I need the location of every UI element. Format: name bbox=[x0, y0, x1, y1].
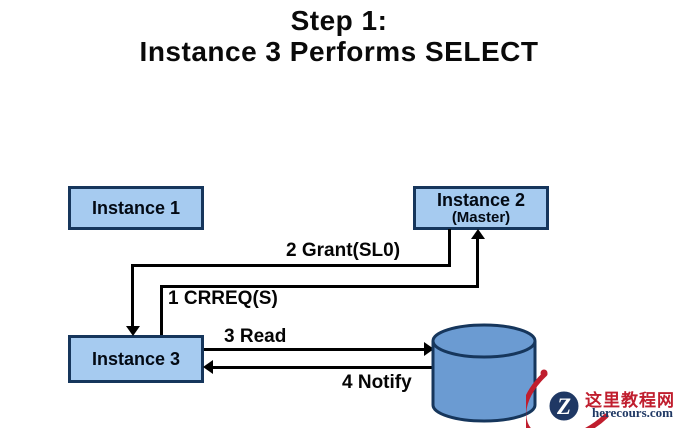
edge-crreq-label: 1 CRREQ(S) bbox=[168, 288, 278, 309]
edge-grant-arrowhead-icon bbox=[126, 326, 140, 336]
node-instance-3-label: Instance 3 bbox=[91, 348, 181, 369]
watermark-site-name: 这里教程网 bbox=[585, 391, 675, 410]
watermark-site-url: herecours.com bbox=[592, 405, 673, 420]
node-instance-2-sublabel: (Master) bbox=[451, 208, 511, 226]
edge-crreq-segment-vertical-left bbox=[160, 286, 163, 335]
node-instance-1-label: Instance 1 bbox=[91, 197, 181, 218]
database-cylinder-icon bbox=[431, 323, 537, 423]
watermark-logo-icon: Z bbox=[526, 369, 609, 428]
node-instance-3: Instance 3 bbox=[68, 335, 204, 383]
edge-crreq-segment-vertical-right bbox=[476, 238, 479, 288]
edge-grant-segment-horizontal bbox=[131, 264, 451, 267]
edge-grant-segment-vertical-right bbox=[448, 229, 451, 267]
edge-grant-segment-vertical-left bbox=[131, 264, 134, 327]
node-instance-2-master: Instance 2 (Master) bbox=[413, 186, 549, 230]
edge-notify-line bbox=[212, 366, 434, 369]
edge-crreq-arrowhead-icon bbox=[471, 229, 485, 239]
node-instance-2-label: Instance 2 bbox=[436, 189, 526, 210]
slide-title-line2: Instance 3 Performs SELECT bbox=[139, 36, 539, 67]
watermark-logo-letter: Z bbox=[556, 394, 571, 419]
slide-title-line1: Step 1: bbox=[290, 5, 388, 36]
edge-read-arrowhead-icon bbox=[424, 342, 434, 356]
node-instance-1: Instance 1 bbox=[68, 186, 204, 230]
edge-read-label: 3 Read bbox=[224, 326, 287, 347]
edge-crreq-segment-horizontal bbox=[160, 285, 479, 288]
edge-read-line bbox=[204, 348, 426, 351]
edge-grant-label: 2 Grant(SL0) bbox=[286, 240, 401, 261]
edge-notify-arrowhead-icon bbox=[203, 360, 213, 374]
slide-title: Step 1: Instance 3 Performs SELECT bbox=[0, 5, 678, 67]
edge-notify-label: 4 Notify bbox=[342, 372, 412, 393]
